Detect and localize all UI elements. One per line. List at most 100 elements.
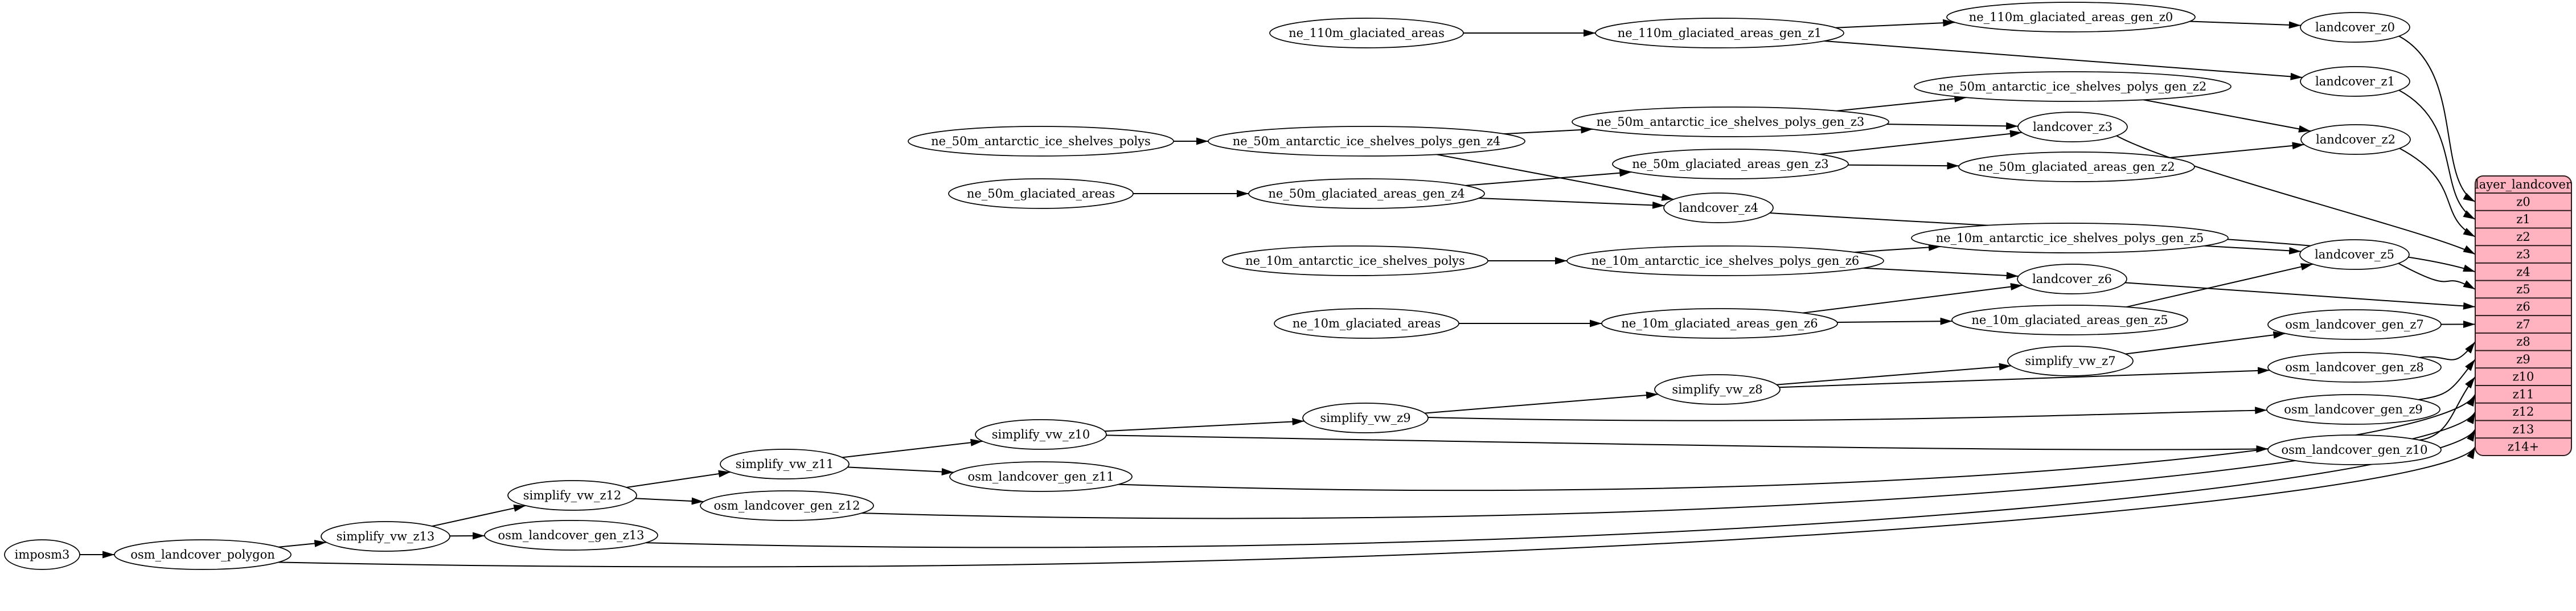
node-ne_10m_glaciated_areas_gen_z5: ne_10m_glaciated_areas_gen_z5: [1951, 305, 2188, 335]
node-label: ne_110m_glaciated_areas_gen_z1: [1618, 26, 1822, 40]
node-label: ne_10m_glaciated_areas_gen_z6: [1621, 317, 1818, 330]
table-row-z9: z9: [2516, 352, 2530, 366]
edge-ne_10m_glaciated_areas_gen_z6-to-ne_10m_glaciated_areas_gen_z5: [1837, 317, 1952, 325]
edge-ne_50m_glaciated_areas_gen_z3-to-landcover_z3: [1819, 130, 2022, 155]
edge-landcover_z1-to-layer-z1: [2398, 89, 2476, 220]
node-landcover_z6: landcover_z6: [2017, 264, 2127, 294]
node-label: osm_landcover_polygon: [130, 548, 275, 561]
edge-ne_110m_glaciated_areas_gen_z0-to-landcover_z0: [2189, 20, 2301, 29]
node-ne_50m_antarctic_ice_shelves_polys_gen_z3: ne_50m_antarctic_ice_shelves_polys_gen_z…: [1572, 106, 1889, 137]
node-ellipse: [1208, 126, 1525, 157]
edge-simplify_vw_z9-to-osm_landcover_gen_z9: [1428, 407, 2267, 421]
edge-simplify_vw_z9-to-simplify_vw_z8: [1424, 391, 1659, 414]
node-ne_50m_glaciated_areas_gen_z4: ne_50m_glaciated_areas_gen_z4: [1248, 178, 1485, 209]
node-osm_landcover_gen_z9: osm_landcover_gen_z9: [2266, 394, 2440, 425]
node-osm_landcover_gen_z12: osm_landcover_gen_z12: [700, 490, 874, 521]
node-label: simplify_vw_z12: [523, 489, 622, 502]
layer-table-title: layer_landcover: [2475, 178, 2572, 191]
node-ellipse: [1595, 18, 1844, 48]
node-label: simplify_vw_z10: [992, 428, 1090, 441]
table-row-z3: z3: [2516, 248, 2530, 261]
node-ellipse: [1274, 308, 1459, 339]
node-ne_50m_antarctic_ice_shelves_polys: ne_50m_antarctic_ice_shelves_polys: [908, 126, 1174, 157]
edge-ne_10m_antarctic_ice_shelves_polys_gen_z6-to-landcover_z6: [1863, 267, 2019, 280]
table-row-z6: z6: [2516, 300, 2530, 314]
node-label: osm_landcover_gen_z11: [968, 470, 1114, 483]
edge-simplify_vw_z8-to-simplify_vw_z7: [1777, 363, 2011, 386]
node-imposm3: imposm3: [4, 539, 80, 570]
node-label: simplify_vw_z11: [736, 457, 834, 471]
node-ne_10m_antarctic_ice_shelves_polys: ne_10m_antarctic_ice_shelves_polys: [1222, 245, 1488, 276]
node-ellipse: [2300, 66, 2410, 97]
edge-osm_landcover_polygon-to-layer-z14+: [278, 446, 2476, 568]
node-ellipse: [720, 449, 850, 479]
node-ellipse: [2299, 239, 2410, 270]
node-ellipse: [908, 126, 1174, 157]
layer-table: layer_landcoverz0z1z2z3z4z5z6z7z8z9z10z1…: [2475, 175, 2572, 456]
node-landcover_z5: landcover_z5: [2299, 239, 2410, 270]
edge-osm_landcover_gen_z11-to-layer-z11: [1118, 393, 2476, 491]
node-ellipse: [1958, 151, 2195, 182]
edge-osm_landcover_gen_z10-to-layer-z10: [2419, 376, 2476, 441]
node-label: ne_10m_antarctic_ice_shelves_polys_gen_z…: [1591, 254, 1860, 268]
table-row-z11: z11: [2513, 387, 2534, 401]
node-label: osm_landcover_gen_z12: [714, 499, 860, 512]
node-ne_50m_glaciated_areas_gen_z3: ne_50m_glaciated_areas_gen_z3: [1612, 149, 1849, 179]
node-label: simplify_vw_z8: [1672, 383, 1762, 396]
edge-ne_50m_glaciated_areas_gen_z3-to-ne_50m_glaciated_areas_gen_z2: [1848, 162, 1959, 170]
edge-ne_50m_glaciated_areas_gen_z4-to-landcover_z4: [1478, 197, 1665, 209]
node-label: ne_10m_glaciated_areas: [1293, 317, 1441, 330]
edge-simplify_vw_z11-to-osm_landcover_gen_z11: [847, 466, 954, 475]
edge-osm_landcover_gen_z9-to-layer-z9: [2418, 359, 2476, 400]
edge-simplify_vw_z10-to-osm_landcover_gen_z10: [1106, 434, 2269, 453]
edge-simplify_vw_z10-to-simplify_vw_z9: [1105, 418, 1305, 432]
node-simplify_vw_z7: simplify_vw_z7: [2007, 346, 2134, 376]
edge-simplify_vw_z12-to-osm_landcover_gen_z12: [635, 497, 704, 505]
node-label: ne_50m_antarctic_ice_shelves_polys_gen_z…: [1597, 115, 1865, 129]
table-row-z4: z4: [2516, 265, 2530, 278]
node-ellipse: [2017, 264, 2127, 294]
edge-osm_landcover_gen_z8-to-layer-z8: [2419, 341, 2476, 360]
node-osm_landcover_gen_z11: osm_landcover_gen_z11: [949, 461, 1133, 492]
node-ellipse: [700, 490, 874, 521]
node-ellipse: [1222, 245, 1488, 276]
node-simplify_vw_z11: simplify_vw_z11: [720, 449, 850, 479]
node-ellipse: [507, 480, 637, 511]
node-label: ne_110m_glaciated_areas_gen_z0: [1969, 10, 2173, 24]
node-ellipse: [2267, 309, 2442, 340]
edges-layer: [79, 19, 2476, 568]
node-ellipse: [1663, 192, 1774, 223]
edge-ne_110m_glaciated_areas_gen_z1-to-landcover_z1: [1824, 40, 2303, 80]
table-row-z7: z7: [2516, 317, 2530, 331]
node-ellipse: [2267, 352, 2442, 383]
edge-ne_50m_antarctic_ice_shelves_polys_gen_z3-to-landcover_z3: [1886, 122, 2019, 130]
node-ne_110m_glaciated_areas_gen_z0: ne_110m_glaciated_areas_gen_z0: [1946, 2, 2196, 32]
node-label: ne_50m_glaciated_areas: [967, 187, 1115, 200]
node-landcover_z3: landcover_z3: [2017, 112, 2128, 142]
node-label: ne_50m_antarctic_ice_shelves_polys_gen_z…: [1233, 134, 1501, 148]
edge-landcover_z5-to-layer-z5: [2398, 263, 2476, 290]
edge-landcover_z3-to-layer-z3: [2116, 135, 2476, 255]
node-ellipse: [4, 539, 80, 570]
nodes-layer: imposm3 osm_landcover_polygon simplify_vw_…: [4, 2, 2442, 570]
node-ellipse: [2017, 112, 2128, 142]
node-label: ne_50m_antarctic_ice_shelves_polys_gen_z…: [1939, 80, 2207, 93]
node-ellipse: [1654, 374, 1781, 405]
node-simplify_vw_z9: simplify_vw_z9: [1302, 403, 1429, 433]
node-ellipse: [1269, 18, 1464, 48]
node-simplify_vw_z8: simplify_vw_z8: [1654, 374, 1781, 405]
table-row-z10: z10: [2513, 370, 2534, 384]
edge-ne_50m_antarctic_ice_shelves_polys_gen_z2-to-landcover_z2: [2143, 99, 2311, 133]
node-ellipse: [1248, 178, 1485, 209]
node-ellipse: [2267, 434, 2442, 465]
node-ne_110m_glaciated_areas: ne_110m_glaciated_areas: [1269, 18, 1464, 48]
edge-osm_landcover_gen_z13-to-layer-z13: [646, 429, 2476, 548]
node-label: osm_landcover_gen_z9: [2284, 403, 2423, 416]
node-label: osm_landcover_gen_z10: [2282, 443, 2428, 457]
node-ne_10m_glaciated_areas_gen_z6: ne_10m_glaciated_areas_gen_z6: [1601, 308, 1838, 339]
table-row-z14+: z14+: [2508, 440, 2539, 454]
node-label: imposm3: [15, 548, 70, 561]
edge-ne_10m_glaciated_areas_gen_z5-to-landcover_z5: [2126, 263, 2314, 308]
